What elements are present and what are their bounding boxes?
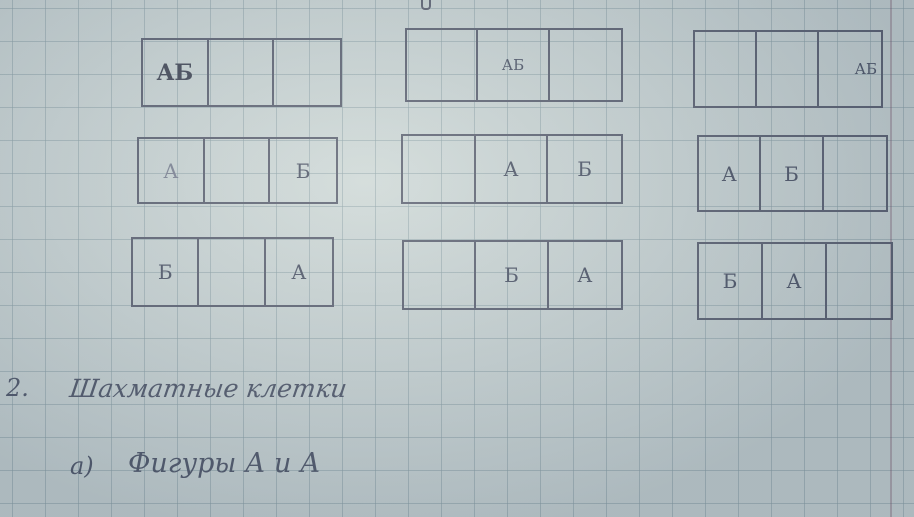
strip-cell [824,137,886,210]
strip-cell: Б [761,137,824,210]
strip-cell: А [291,260,307,284]
strip-5: А Б [401,134,623,204]
strip-cell: А [139,139,205,202]
strip-cell: Б [476,242,549,308]
strip-cell [550,30,621,100]
strip-cell: Б [295,158,311,183]
strip-cell [209,40,275,105]
strip-1: АБ [141,38,342,107]
strip-cell: А [476,136,549,202]
strip-4: А Б [137,137,338,204]
strip-9: Б А [697,242,893,320]
strip-cell [199,239,266,305]
strip-8: Б А [402,240,623,310]
strip-cell [757,32,819,106]
strip-cell: Б [577,157,592,181]
strip-cell: АБ [143,40,209,105]
strip-cell: А [699,137,762,210]
strip-7: Б А [131,237,334,307]
strip-cell [404,242,477,308]
strip-3: АБ [693,30,883,108]
note-item-text: Фигуры А и А [128,448,321,479]
strip-6: А Б [697,135,888,212]
strip-cell [274,40,340,105]
strip-cell [827,244,891,318]
strip-cell [407,30,479,100]
strip-cell: АБ [854,60,877,78]
strip-2: АБ [405,28,623,102]
strip-cell [403,136,476,202]
strip-cell [205,139,271,202]
strip-cell [695,32,757,106]
strip-cell: А [577,263,593,287]
note-heading: Шахматные клетки [67,374,349,403]
note-number: 2. [6,374,29,402]
strip-cell: Б [699,244,763,318]
strip-cell: АБ [478,30,550,100]
note-item-marker: а) [70,452,94,480]
stray-mark [421,0,431,10]
strip-cell: Б [133,239,200,305]
strip-cell: А [763,244,827,318]
